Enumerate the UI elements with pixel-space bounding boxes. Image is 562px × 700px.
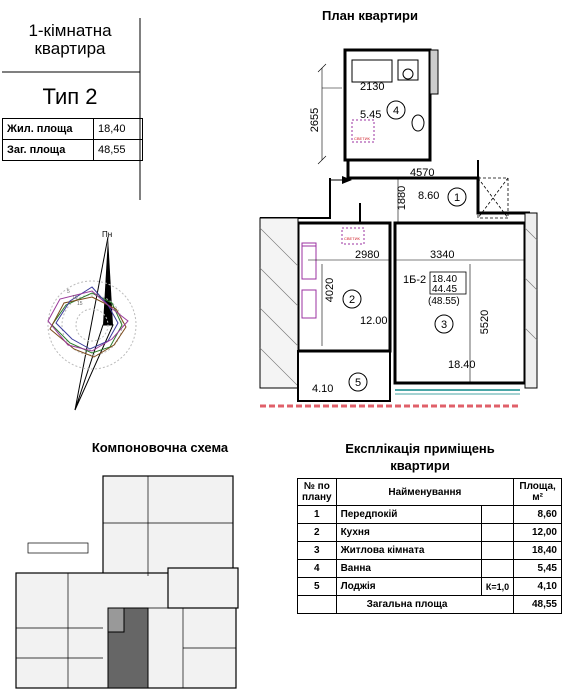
total-area-row: Заг. площа 48,55 [2,139,143,161]
row-2-name: Кухня [335,523,482,542]
apartment-title-line2: квартира [34,39,106,58]
row-1-num: 1 [297,505,337,524]
row-1-coef [480,505,515,524]
room-2-area: 12.00 [360,315,388,327]
table-row: 3 Житлова кімната 18,40 [297,541,562,560]
total-value: 48,55 [513,595,562,614]
dim-2980: 2980 [355,249,379,261]
row-3-coef [480,541,515,560]
loggia [260,350,520,408]
room-4-number: 4 [393,105,399,117]
row-1-area: 8,60 [513,505,562,524]
dim-3340: 3340 [430,249,454,261]
ring-label-5: 5 [67,289,70,295]
table-row: 1 Передпокій 8,60 [297,505,562,524]
ring-label-10: 10 [72,295,78,301]
row-5-area: 4,10 [513,577,562,596]
row-3-num: 3 [297,541,337,560]
table-row: 2 Кухня 12,00 [297,523,562,542]
bath-fixtures [351,59,425,143]
ring-label-15: 15 [77,301,83,307]
room-5-number: 5 [355,377,361,389]
row-4-num: 4 [297,559,337,578]
dim-4020: 4020 [324,278,336,302]
row-1-name: Передпокій [335,505,482,524]
meter-label-kitchen: СВЕТИК [344,236,361,241]
plan-title: План квартири [322,8,418,23]
table-row: 4 Ванна 5,45 [297,559,562,578]
explication-header-row: № по плану Найменування Площа, м² [297,478,562,506]
col-area-header: Площа, м² [513,478,562,506]
row-4-coef [480,559,515,578]
layout-title: Компоновочна схема [91,440,229,455]
total-spacer [297,595,337,614]
room-2-number: 2 [349,294,355,306]
explication-title-line2: квартири [390,458,450,473]
apartment-plan: 2655 2130 4570 1880 2980 3340 4020 5520 … [259,48,538,408]
room-3-area: 18.40 [448,359,476,371]
entrance-arrow-icon [342,176,352,184]
explication-table: № по плану Найменування Площа, м² 1 Пере… [297,478,562,614]
unit-area-box [429,271,467,295]
row-5-coef: К=1,0 [480,577,515,596]
row-2-num: 2 [297,523,337,542]
total-area-value: 48,55 [93,139,143,161]
hallway-wardrobe [477,177,509,219]
room-3-number: 3 [441,319,447,331]
compass-rose: Пн 5 10 15 [47,230,137,411]
dim-2655: 2655 [309,108,321,132]
row-2-area: 12,00 [513,523,562,542]
unit-living-area: 18.40 [432,274,457,285]
wind-rose-polygons [47,286,129,358]
building-inner-walls [16,476,236,688]
room-markers [342,100,467,392]
total-row: Загальна площа 48,55 [297,595,562,614]
plan-walls [259,48,538,389]
room-4-area: 5.45 [360,109,381,121]
row-3-name: Житлова кімната [335,541,482,560]
compass-arrow [74,236,114,411]
apartment-title: 1-кімнатна квартира [0,22,140,58]
unit-total-area: 44.45 [432,284,457,295]
explication-title-line1: Експлікація приміщень [345,441,495,456]
area-summary-table: Жил. площа 18,40 Заг. площа 48,55 [2,118,143,161]
room-5-area: 4.10 [312,383,333,395]
row-4-name: Ванна [335,559,482,578]
dim-5520: 5520 [479,310,491,334]
type-label: Тип 2 [42,84,98,109]
row-3-area: 18,40 [513,541,562,560]
table-row: 5 Лоджія К=1,0 4,10 [297,577,562,596]
row-5-name: Лоджія [335,577,482,596]
meter-label-bath: СВЕТИК [354,136,371,141]
layout-scheme [15,475,239,689]
wall-hatching [259,227,538,387]
living-area-row: Жил. площа 18,40 [2,118,143,140]
explication-title: Експлікація приміщень квартири [300,440,540,474]
apartment-title-line1: 1-кімнатна [28,21,112,40]
row-5-num: 5 [297,577,337,596]
living-area-value: 18,40 [93,118,143,140]
col-name-header: Найменування [335,478,515,506]
total-area-label: Заг. площа [2,139,94,161]
dimension-lines [308,63,525,383]
unit-code: 1Б-2 [403,274,426,286]
col-num-header: № по плану [297,478,337,506]
living-area-label: Жил. площа [2,118,94,140]
kitchen-fixtures [301,227,365,319]
room-1-number: 1 [454,192,460,204]
room-1-area: 8.60 [418,190,439,202]
row-4-area: 5,45 [513,559,562,578]
dim-4570: 4570 [410,167,434,179]
north-label: Пн [102,230,112,239]
highlighted-apartment [107,607,149,689]
dim-1880: 1880 [396,186,408,210]
dim-2130: 2130 [360,81,384,93]
unit-gross-area: (48.55) [428,296,460,307]
total-label: Загальна площа [335,595,515,614]
row-2-coef [480,523,515,542]
